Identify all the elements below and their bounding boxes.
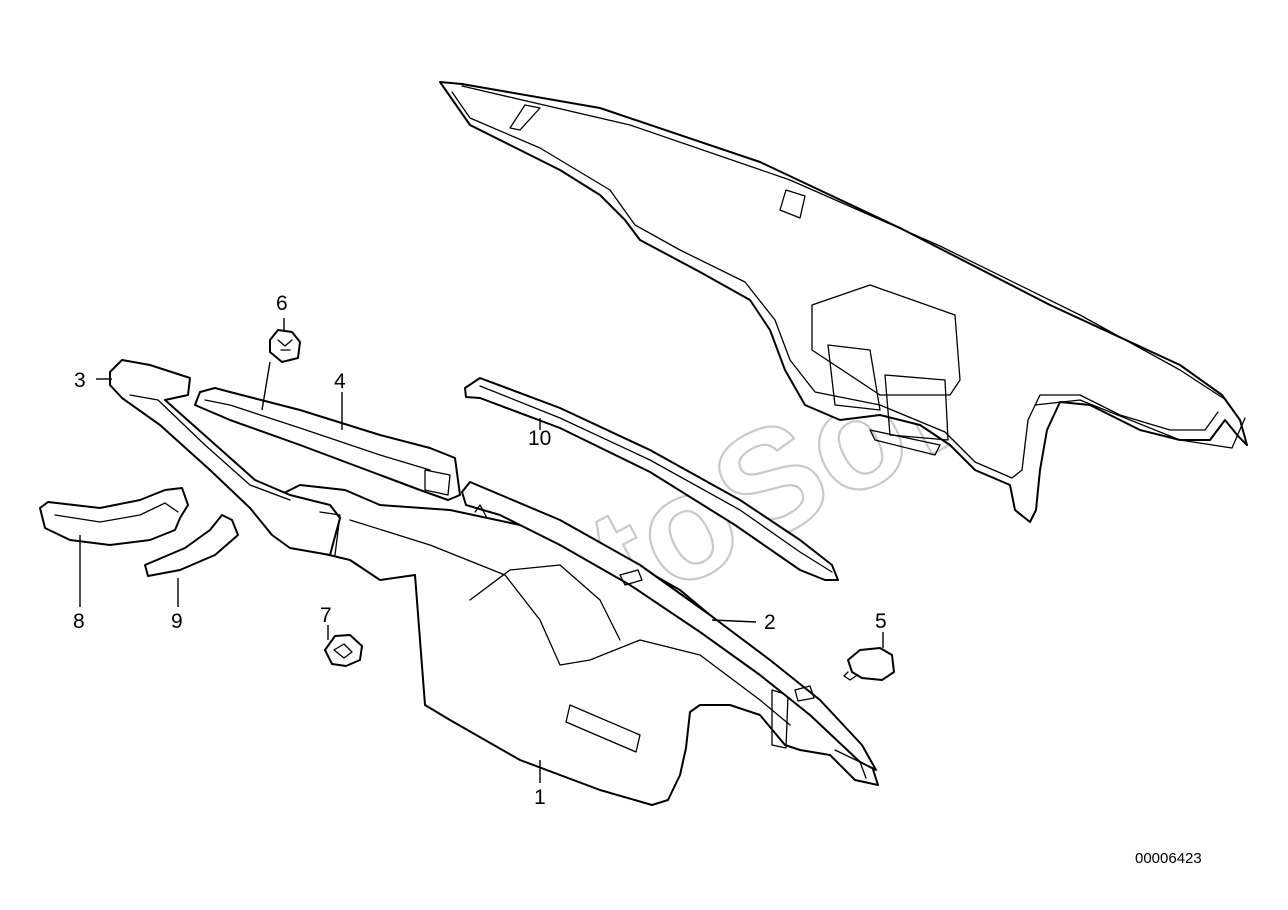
plug-part (843, 647, 895, 681)
curved-trim-large (39, 487, 189, 546)
trim-strip (461, 481, 877, 771)
leader-6-down (261, 361, 271, 411)
callout-2: 2 (764, 611, 776, 634)
callout-3: 3 (74, 369, 86, 392)
leader-2 (711, 619, 757, 623)
drawing-number: 00006423 (1135, 850, 1202, 867)
upper-trim-rail (194, 387, 461, 501)
callout-4: 4 (334, 370, 346, 393)
callout-8: 8 (73, 610, 85, 633)
curved-trim-small (144, 514, 239, 577)
expanding-rivet (324, 634, 363, 667)
leader-lines (79, 318, 884, 783)
pillar-trim-left (109, 359, 341, 556)
callout-6: 6 (276, 292, 288, 315)
callout-labels: 1 2 3 4 5 6 7 8 9 10 (73, 292, 887, 809)
callout-9: 9 (171, 610, 183, 633)
callout-5: 5 (875, 610, 887, 633)
clip-part (269, 329, 301, 363)
callout-10: 10 (528, 427, 551, 450)
seal-strip (464, 377, 839, 581)
callout-1: 1 (534, 786, 546, 809)
trunk-lid-outer-panel (439, 81, 1248, 523)
callout-7: 7 (320, 604, 332, 627)
